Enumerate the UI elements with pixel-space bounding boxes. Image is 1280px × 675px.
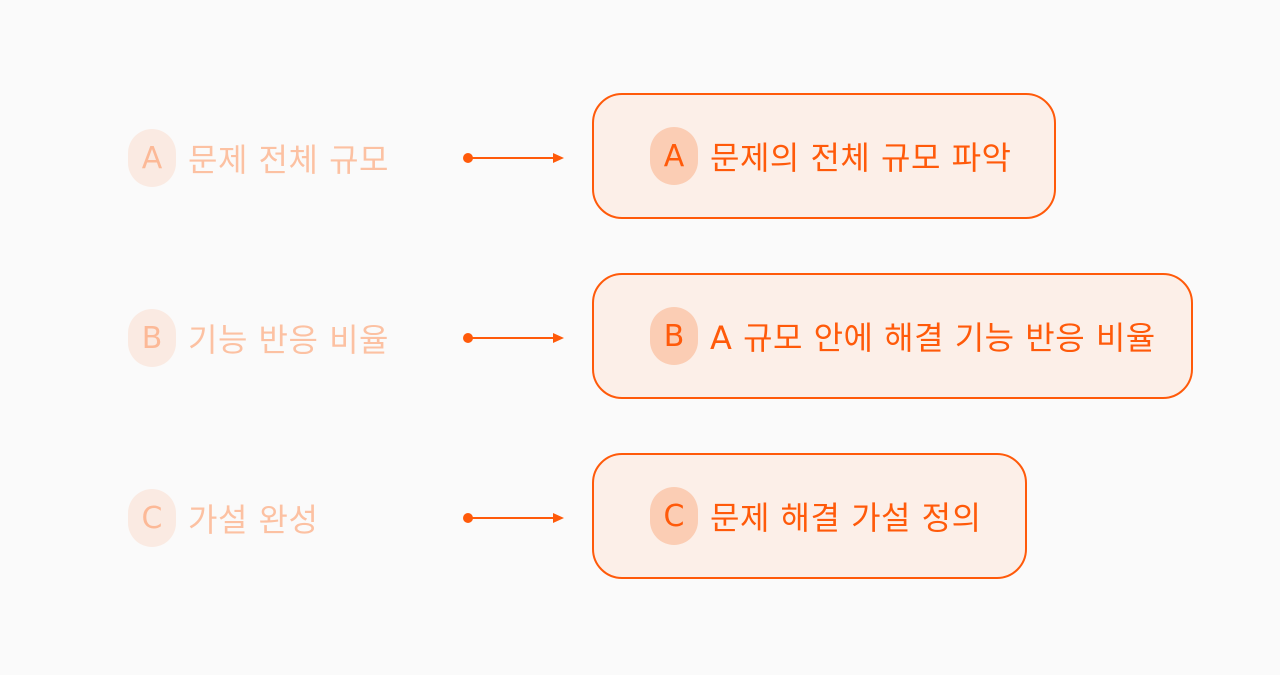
row-a: A 문제 전체 규모 A 문제의 전체 규모 파악 <box>0 93 1280 223</box>
row-c: C 가설 완성 C 문제 해결 가설 정의 <box>0 453 1280 583</box>
left-badge-a: A <box>128 129 176 187</box>
left-badge-b: B <box>128 309 176 367</box>
result-box-a: A 문제의 전체 규모 파악 <box>592 93 1056 219</box>
box-label-a: 문제의 전체 규모 파악 <box>710 139 1012 177</box>
box-badge-b: B <box>650 307 698 365</box>
left-item-a: A 문제 전체 규모 <box>128 129 389 187</box>
left-item-c: C 가설 완성 <box>128 489 319 547</box>
left-label-b: 기능 반응 비율 <box>188 321 389 359</box>
left-label-a: 문제 전체 규모 <box>188 141 389 179</box>
arrow-b-icon <box>463 333 564 343</box>
box-badge-a: A <box>650 127 698 185</box>
arrow-a-icon <box>463 153 564 163</box>
left-label-c: 가설 완성 <box>188 501 319 539</box>
left-item-b: B 기능 반응 비율 <box>128 309 389 367</box>
result-box-c: C 문제 해결 가설 정의 <box>592 453 1027 579</box>
left-badge-c: C <box>128 489 176 547</box>
arrow-c-icon <box>463 513 564 523</box>
box-label-b: A 규모 안에 해결 기능 반응 비율 <box>710 319 1156 357</box>
box-label-c: 문제 해결 가설 정의 <box>710 499 982 537</box>
box-badge-c: C <box>650 487 698 545</box>
result-box-b: B A 규모 안에 해결 기능 반응 비율 <box>592 273 1193 399</box>
row-b: B 기능 반응 비율 B A 규모 안에 해결 기능 반응 비율 <box>0 273 1280 403</box>
